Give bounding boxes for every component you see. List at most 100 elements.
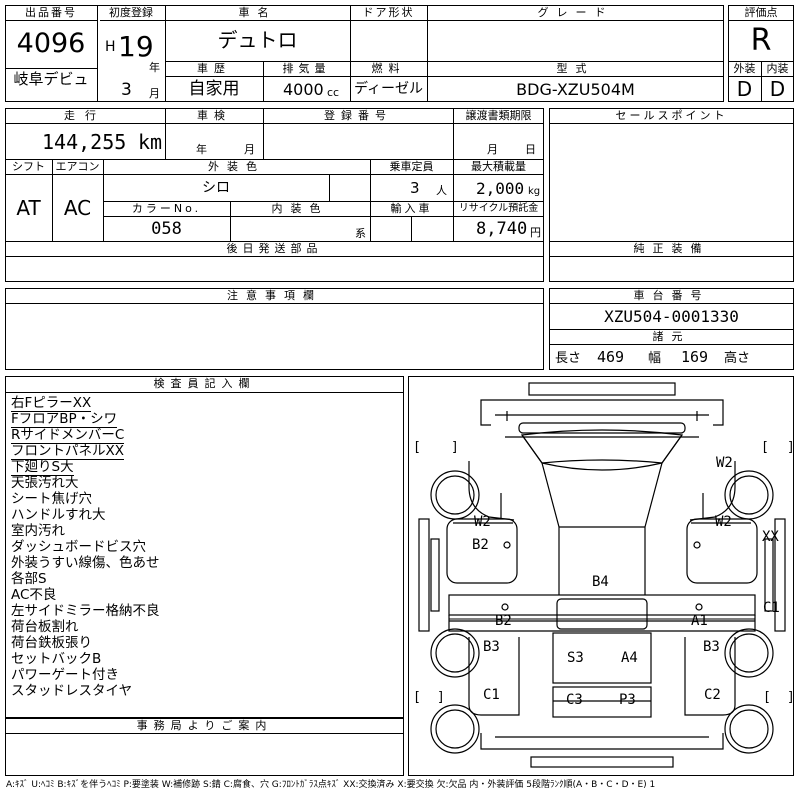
damage-label: W2	[715, 514, 732, 530]
header-inspector: 検査員記入欄	[153, 377, 256, 390]
header-exterior: 外装	[733, 62, 756, 75]
exterior-color-value: シロ	[202, 180, 230, 196]
remark-item: 荷台板割れ	[7, 619, 402, 635]
height-label: 高さ	[724, 351, 751, 366]
transfer-day-unit: 日	[525, 143, 536, 156]
inspection-month-unit: 月	[244, 143, 255, 156]
max-load-value: 2,000	[476, 179, 525, 198]
remark-item: 天張汚れ大	[7, 475, 402, 491]
header-first-registration: 初度登録	[109, 6, 153, 19]
capacity-unit: 人	[436, 184, 447, 197]
damage-diagram: [] [] [] []	[408, 376, 795, 776]
remark-item: パワーゲート付き	[7, 667, 402, 683]
damage-label: B3	[703, 639, 720, 655]
interior-score: D	[769, 77, 786, 101]
header-car-name: 車名	[238, 6, 277, 19]
remark-item: 右FピラーXX	[7, 395, 402, 412]
remark-text: 左サイドミラー格納不良	[11, 603, 160, 619]
svg-text:]: ]	[437, 690, 445, 705]
header-import: 輸入車	[390, 202, 433, 215]
year-unit: 年	[149, 61, 160, 74]
registration-month: 3	[121, 80, 132, 100]
remark-item: シート焦げ穴	[7, 491, 402, 507]
remark-text: ハンドルすれ大	[11, 507, 106, 523]
remark-text: フロントパネルXX	[11, 443, 124, 460]
remark-item: 左サイドミラー格納不良	[7, 603, 402, 619]
remark-item: RサイドメンバーC	[7, 427, 402, 444]
lot-number: 4096	[16, 28, 86, 59]
remark-item: フロントパネルXX	[7, 443, 402, 460]
header-later-parts: 後日発送部品	[226, 242, 323, 255]
damage-label: C2	[704, 687, 721, 703]
damage-label: C3	[566, 692, 583, 708]
remark-text: シート焦げ穴	[11, 491, 92, 507]
width-value: 169	[681, 348, 709, 366]
damage-label: B2	[495, 613, 512, 629]
damage-label: A1	[691, 613, 708, 629]
remark-item: 荷台鉄板張り	[7, 635, 402, 651]
damage-legend: A:ｷｽﾞ U:ﾍｺﾐ B:ｷｽﾞを伴うﾍｺﾐ P:要塗装 W:補修跡 S:錆 …	[6, 780, 656, 790]
damage-label: XX	[762, 529, 779, 545]
transfer-month-unit: 月	[487, 143, 498, 156]
remark-item: スタッドレスタイヤ	[7, 683, 402, 699]
shift-value: AT	[16, 196, 41, 220]
interior-color-unit: 系	[355, 227, 366, 240]
header-door-shape: ドア形状	[362, 6, 415, 19]
svg-text:]: ]	[787, 690, 795, 705]
header-aircon: エアコン	[55, 160, 100, 173]
remark-text: 荷台板割れ	[11, 619, 79, 635]
remark-text: 荷台鉄板張り	[11, 635, 92, 651]
header-office-notice: 事務局よりご案内	[136, 719, 273, 732]
max-load-unit: kg	[528, 186, 541, 197]
damage-label: B2	[472, 537, 489, 553]
vehicle-detail-table	[5, 108, 544, 282]
notes-box	[5, 288, 544, 370]
truck-diagram: [] [] [] []	[413, 382, 795, 768]
color-number-value: 058	[151, 219, 182, 239]
remark-text: 外装うすい線傷、色あせ	[11, 555, 160, 571]
header-color-number: カラーNo.	[131, 202, 202, 215]
remark-text: RサイドメンバーC	[11, 427, 125, 444]
svg-text:[: [	[761, 440, 769, 455]
damage-label: W2	[474, 514, 491, 530]
svg-text:[: [	[413, 440, 421, 455]
fuel-value: ディーゼル	[353, 81, 424, 97]
header-exterior-color: 外装色	[208, 160, 265, 173]
header-lot-number: 出品番号	[25, 6, 77, 19]
remark-text: 下廻りS大	[11, 459, 74, 476]
header-max-load: 最大積載量	[471, 160, 526, 173]
header-model: 型式	[556, 62, 595, 75]
header-recycle: リサイクル預託金	[458, 203, 539, 214]
era-letter: H	[105, 39, 116, 55]
header-history: 車歴	[197, 62, 231, 75]
header-score: 評価点	[744, 6, 778, 19]
damage-label: B3	[483, 639, 500, 655]
length-label: 長さ	[555, 351, 582, 366]
width-label: 幅	[648, 351, 662, 366]
damage-label: P3	[619, 692, 636, 708]
svg-text:[: [	[413, 690, 421, 705]
registration-year: 19	[118, 30, 154, 63]
remark-item: セットバックB	[7, 651, 402, 667]
header-shift: シフト	[12, 160, 45, 173]
car-name: デュトロ	[217, 28, 298, 52]
month-unit: 月	[149, 87, 160, 100]
header-mileage: 走行	[64, 109, 106, 122]
damage-label: B4	[592, 574, 609, 590]
displacement-value: 4000	[283, 80, 324, 99]
remark-text: 天張汚れ大	[11, 475, 79, 491]
damage-label: C1	[763, 600, 780, 616]
score-value: R	[750, 23, 772, 58]
capacity-value: 3	[410, 179, 420, 197]
displacement-unit: cc	[327, 86, 340, 99]
header-displacement: 排気量	[282, 62, 331, 75]
header-registration-number: 登録番号	[324, 109, 392, 122]
damage-label: S3	[567, 650, 584, 666]
exterior-score: D	[736, 77, 753, 101]
svg-text:]: ]	[451, 440, 459, 455]
header-capacity: 乗車定員	[389, 160, 434, 173]
remark-text: ダッシュボードビス穴	[11, 539, 146, 555]
header-transfer-documents: 譲渡書類期限	[465, 109, 532, 122]
remark-item: 室内汚れ	[7, 523, 402, 539]
